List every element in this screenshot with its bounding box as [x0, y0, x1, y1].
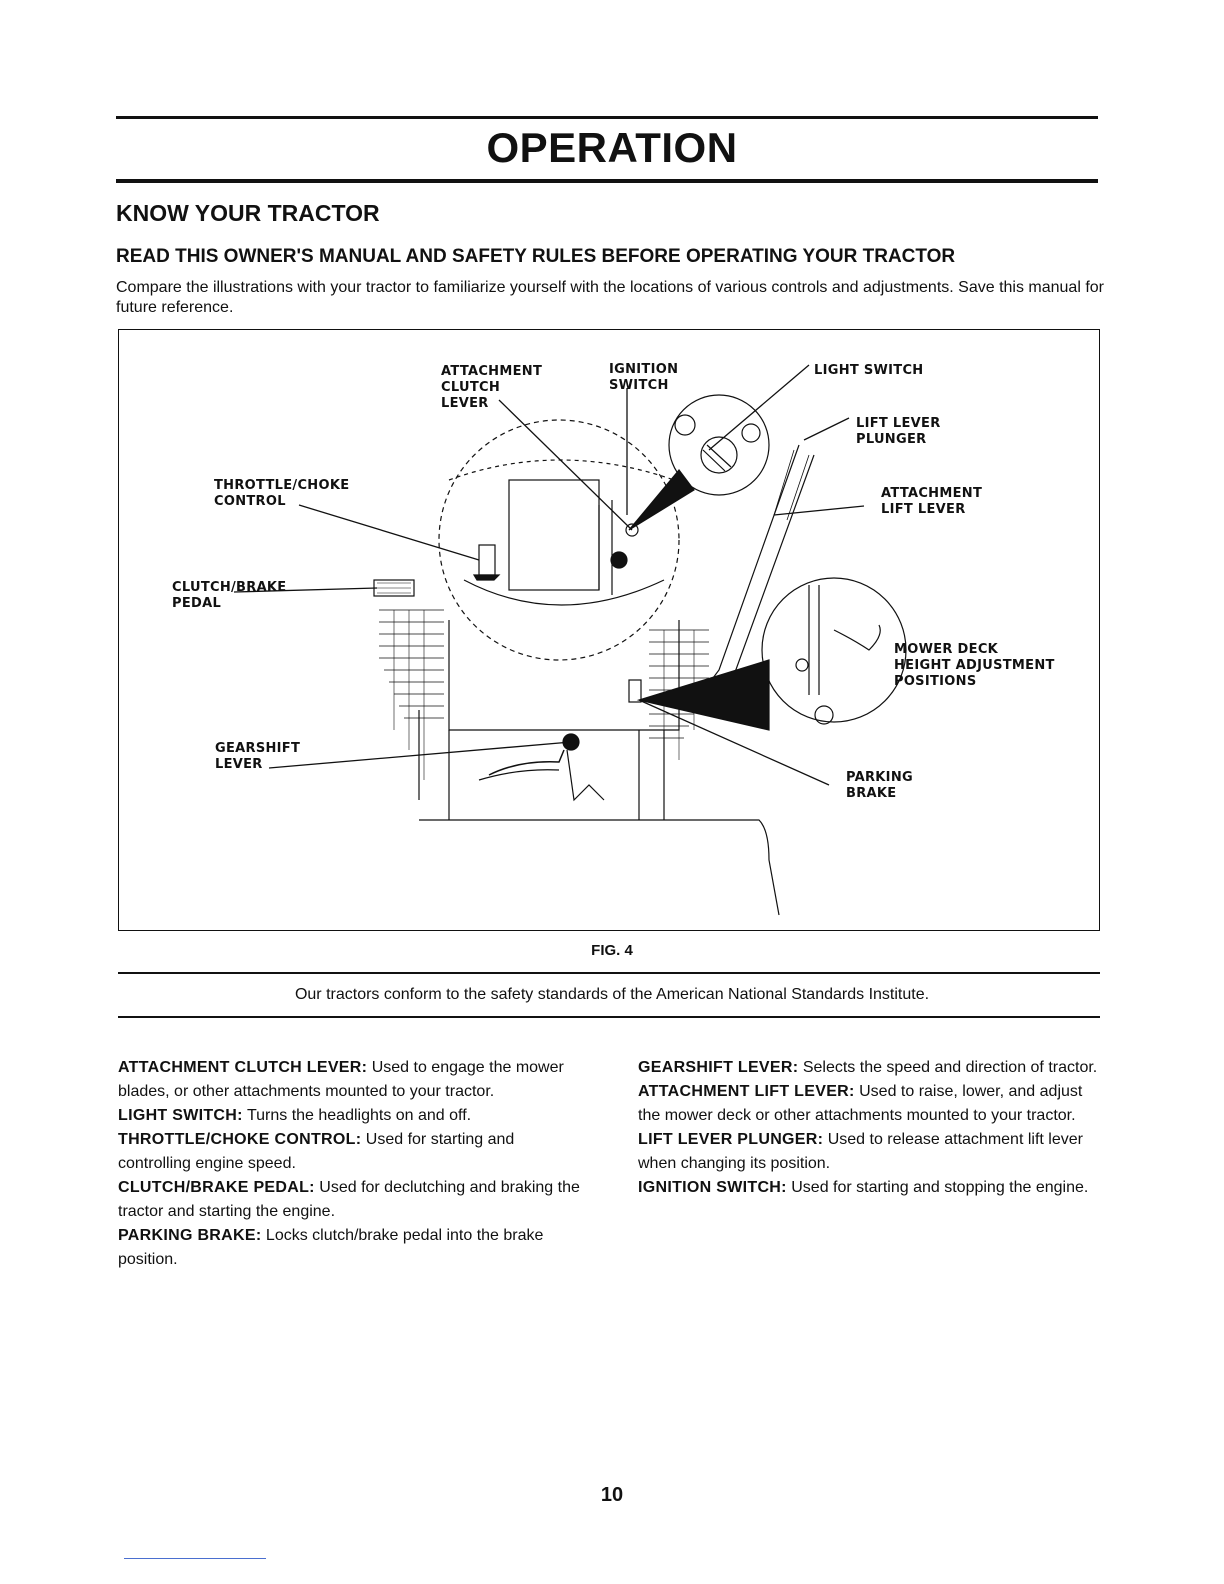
text-light-switch: Turns the headlights on and off.: [246, 1107, 472, 1124]
description-attachment-lift-lever: ATTACHMENT LIFT LEVER: Used to raise, lo…: [638, 1080, 1106, 1128]
text-attachment-clutch-lever: Used to engage the mower blades, or othe…: [118, 1059, 564, 1100]
description-ignition-switch: IGNITION SWITCH: Used for starting and s…: [638, 1176, 1106, 1200]
label-throttle-choke-control: THROTTLE/CHOKE CONTROL: [214, 478, 350, 509]
label-attachment-lift-lever: ATTACHMENT LIFT LEVER: [881, 486, 983, 517]
term-ignition-switch: IGNITION SWITCH:: [638, 1179, 787, 1196]
term-parking-brake: PARKING BRAKE:: [118, 1227, 262, 1244]
figure-caption: FIG. 4: [591, 942, 633, 959]
description-clutch-brake-pedal: CLUTCH/BRAKE PEDAL: Used for declutching…: [118, 1176, 590, 1224]
term-attachment-lift-lever: ATTACHMENT LIFT LEVER:: [638, 1083, 855, 1100]
page-number: 10: [600, 1484, 624, 1506]
label-lift-lever-plunger: LIFT LEVER PLUNGER: [856, 416, 941, 447]
term-attachment-clutch-lever: ATTACHMENT CLUTCH LEVER:: [118, 1059, 368, 1076]
term-clutch-brake-pedal: CLUTCH/BRAKE PEDAL:: [118, 1179, 315, 1196]
description-parking-brake: PARKING BRAKE: Locks clutch/brake pedal …: [118, 1224, 590, 1272]
tractor-controls-illustration: [233, 364, 907, 916]
section-heading: KNOW YOUR TRACTOR: [116, 200, 380, 226]
label-gearshift-lever: GEARSHIFT LEVER: [215, 741, 301, 772]
term-gearshift-lever: GEARSHIFT LEVER:: [638, 1059, 799, 1076]
term-throttle-choke-control: THROTTLE/CHOKE CONTROL:: [118, 1131, 362, 1148]
standards-top-rule: [118, 972, 1100, 974]
label-attachment-clutch-lever: ATTACHMENT CLUTCH LEVER: [441, 364, 543, 411]
intro-paragraph: Compare the illustrations with your trac…: [116, 279, 1104, 316]
description-lift-lever-plunger: LIFT LEVER PLUNGER: Used to release atta…: [638, 1128, 1106, 1176]
label-clutch-brake-pedal: CLUTCH/BRAKE PEDAL: [172, 580, 287, 611]
top-rule: [116, 116, 1098, 119]
page-title: OPERATION: [486, 124, 738, 171]
text-ignition-switch: Used for starting and stopping the engin…: [791, 1179, 1089, 1196]
label-mower-deck-positions: MOWER DECK HEIGHT ADJUSTMENT POSITIONS: [894, 642, 1055, 689]
safety-subheading: READ THIS OWNER'S MANUAL AND SAFETY RULE…: [116, 246, 956, 267]
label-ignition-switch: IGNITION SWITCH: [609, 362, 679, 393]
description-gearshift-lever: GEARSHIFT LEVER: Selects the speed and d…: [638, 1056, 1106, 1080]
label-parking-brake: PARKING BRAKE: [846, 770, 913, 801]
standards-note: Our tractors conform to the safety stand…: [294, 986, 930, 1003]
text-throttle-choke-control: Used for starting and controlling engine…: [118, 1131, 515, 1172]
description-attachment-clutch-lever: ATTACHMENT CLUTCH LEVER: Used to engage …: [118, 1056, 590, 1104]
text-lift-lever-plunger: Used to release attachment lift lever wh…: [638, 1131, 1083, 1172]
description-light-switch: LIGHT SWITCH: Turns the headlights on an…: [118, 1104, 590, 1128]
figure-4: ATTACHMENT CLUTCH LEVER IGNITION SWITCH …: [118, 329, 1100, 931]
label-light-switch: LIGHT SWITCH: [814, 363, 924, 378]
footer-line: [124, 1558, 266, 1559]
text-parking-brake: Locks clutch/brake pedal into the brake …: [118, 1227, 544, 1268]
term-lift-lever-plunger: LIFT LEVER PLUNGER:: [638, 1131, 824, 1148]
descriptions-left-column: ATTACHMENT CLUTCH LEVER: Used to engage …: [118, 1056, 590, 1272]
text-attachment-lift-lever: Used to raise, lower, and adjust the mow…: [638, 1083, 1083, 1124]
text-gearshift-lever: Selects the speed and direction of tract…: [802, 1059, 1098, 1076]
text-clutch-brake-pedal: Used for declutching and braking the tra…: [118, 1179, 580, 1220]
descriptions-right-column: GEARSHIFT LEVER: Selects the speed and d…: [638, 1056, 1106, 1200]
description-throttle-choke-control: THROTTLE/CHOKE CONTROL: Used for startin…: [118, 1128, 590, 1176]
term-light-switch: LIGHT SWITCH:: [118, 1107, 243, 1124]
title-underline: [116, 179, 1098, 183]
standards-bottom-rule: [118, 1016, 1100, 1018]
